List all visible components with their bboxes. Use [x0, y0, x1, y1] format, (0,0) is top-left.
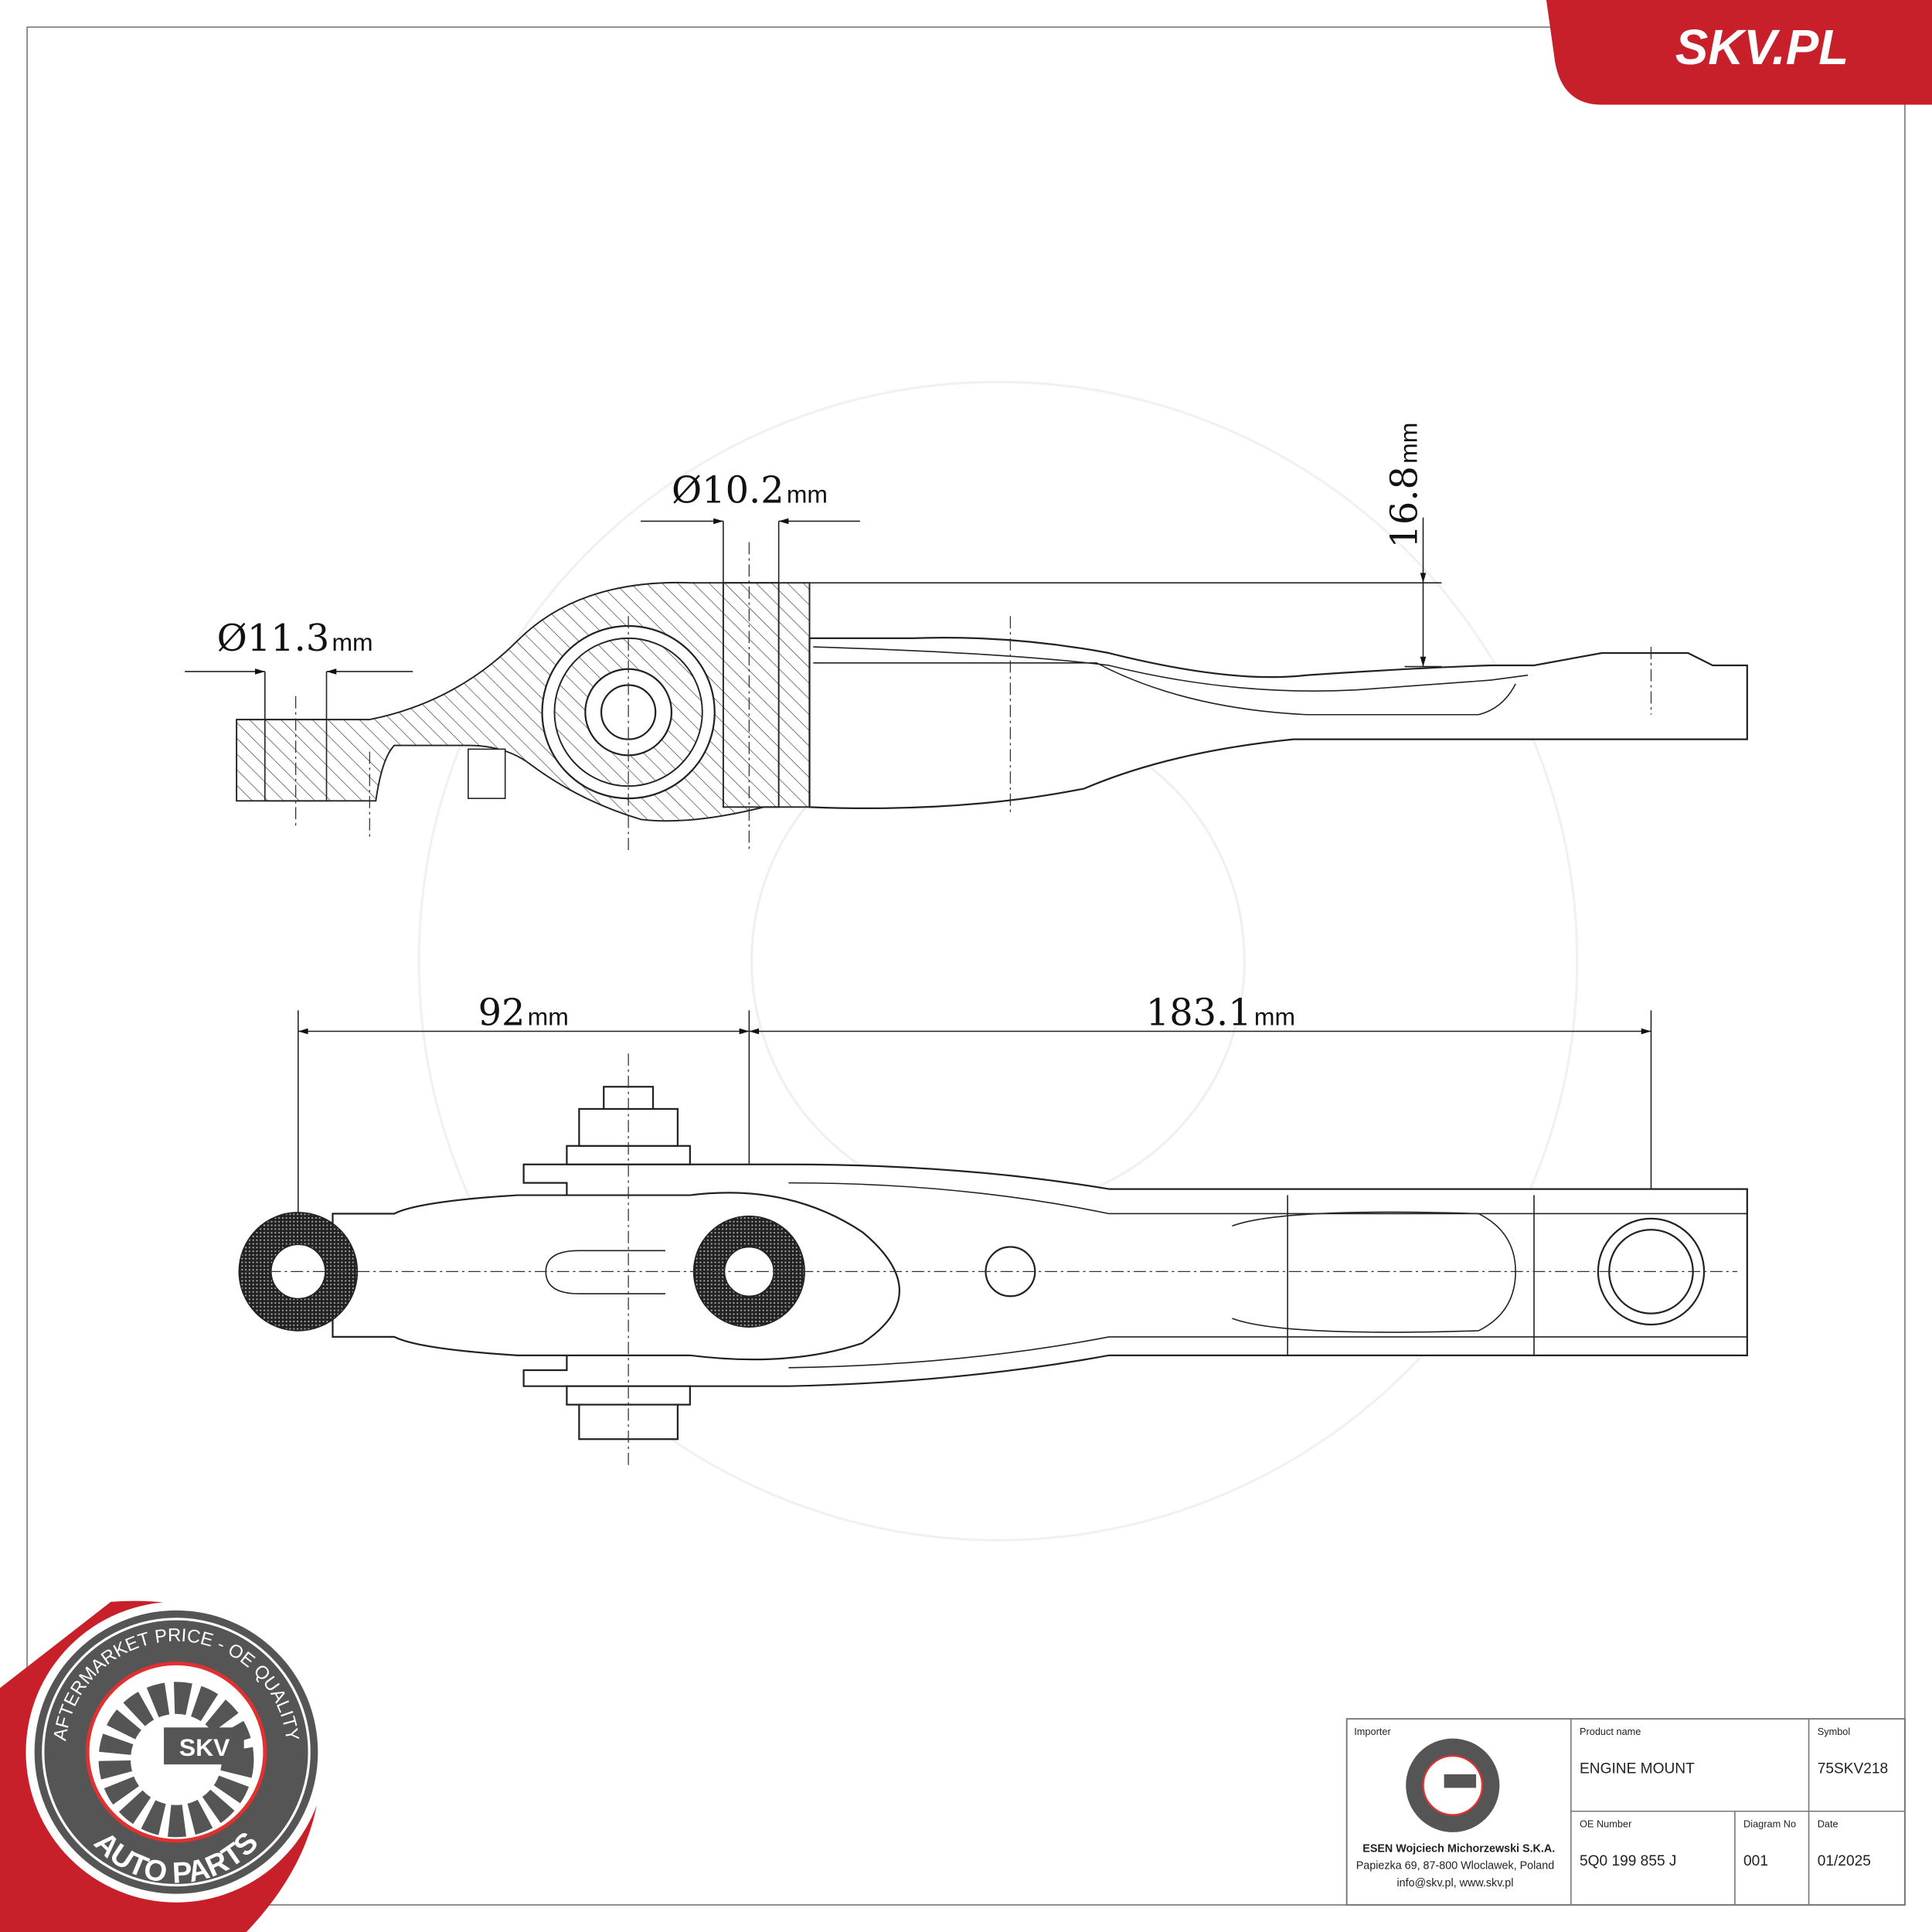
dimension-bolt-hole-unit: mm [332, 628, 373, 656]
brand-tab: SKV.PL [1546, 0, 1932, 105]
badge-center-text: SKV [179, 1733, 230, 1761]
dimension-height-unit: mm [1395, 423, 1423, 464]
date-value: 01/2025 [1818, 1853, 1871, 1869]
dimension-distance-92: 92 [478, 992, 526, 1035]
sheet-border [26, 26, 1906, 1906]
oe-number: 5Q0 199 855 J [1580, 1853, 1676, 1869]
title-block: Importer ESEN Wojciech Michorzewski S.K.… [1345, 1718, 1906, 1906]
dimension-bolt-hole: Ø11.3 [217, 617, 330, 660]
plan-view [238, 1010, 1748, 1467]
importer-name: ESEN Wojciech Michorzewski S.K.A. [1362, 1842, 1555, 1855]
dimension-distance-183-unit: mm [1254, 1003, 1295, 1031]
skv-auto-parts-badge: AFTERMARKET PRICE - OE QUALITY AUTO PART… [0, 1600, 327, 1932]
product-name-label: Product name [1580, 1726, 1641, 1737]
side-section-view [185, 517, 1748, 851]
symbol-value: 75SKV218 [1818, 1760, 1888, 1777]
dimension-height-label: 16.8mm [1384, 423, 1427, 549]
dimension-pin-diameter: Ø10.2 [672, 470, 784, 512]
diagram-no: 001 [1743, 1853, 1768, 1869]
dimension-distance-92-unit: mm [528, 1003, 569, 1031]
date-label: Date [1818, 1818, 1838, 1829]
dimension-distance-183: 183.1 [1146, 992, 1252, 1035]
brand-logo-text: SKV.PL [1675, 19, 1849, 75]
dimension-pin-diameter-unit: mm [787, 481, 828, 509]
dimension-height: 16.8 [1384, 466, 1427, 549]
product-name: ENGINE MOUNT [1580, 1760, 1695, 1777]
importer-label: Importer [1354, 1726, 1391, 1737]
importer-address: Papiezka 69, 87-800 Wloclawek, Poland [1356, 1860, 1554, 1872]
oe-number-label: OE Number [1580, 1818, 1632, 1829]
symbol-label: Symbol [1818, 1726, 1851, 1737]
importer-contact: info@skv.pl, www.skv.pl [1396, 1877, 1513, 1889]
diagram-no-label: Diagram No [1743, 1818, 1796, 1829]
